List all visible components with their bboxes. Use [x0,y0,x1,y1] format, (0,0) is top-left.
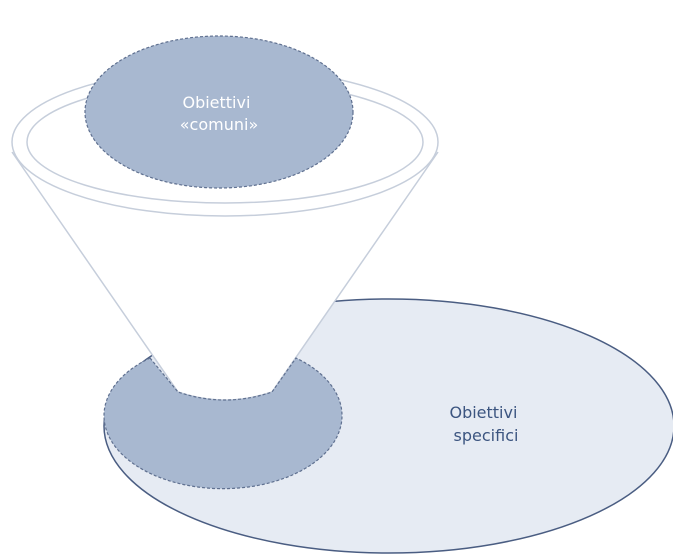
common-objectives-line-2: «comuni» [180,115,258,134]
specific-objectives-label: Obiettivi specifici [449,403,522,445]
specific-objectives-line-2: specifici [454,426,519,445]
common-objectives-label: Obiettivi «comuni» [180,93,258,134]
common-objectives-line-1: Obiettivi [182,93,250,112]
common-objectives-ellipse [84,35,354,189]
funnel-output-area [103,357,343,490]
specific-objectives-line-1: Obiettivi [449,403,517,422]
